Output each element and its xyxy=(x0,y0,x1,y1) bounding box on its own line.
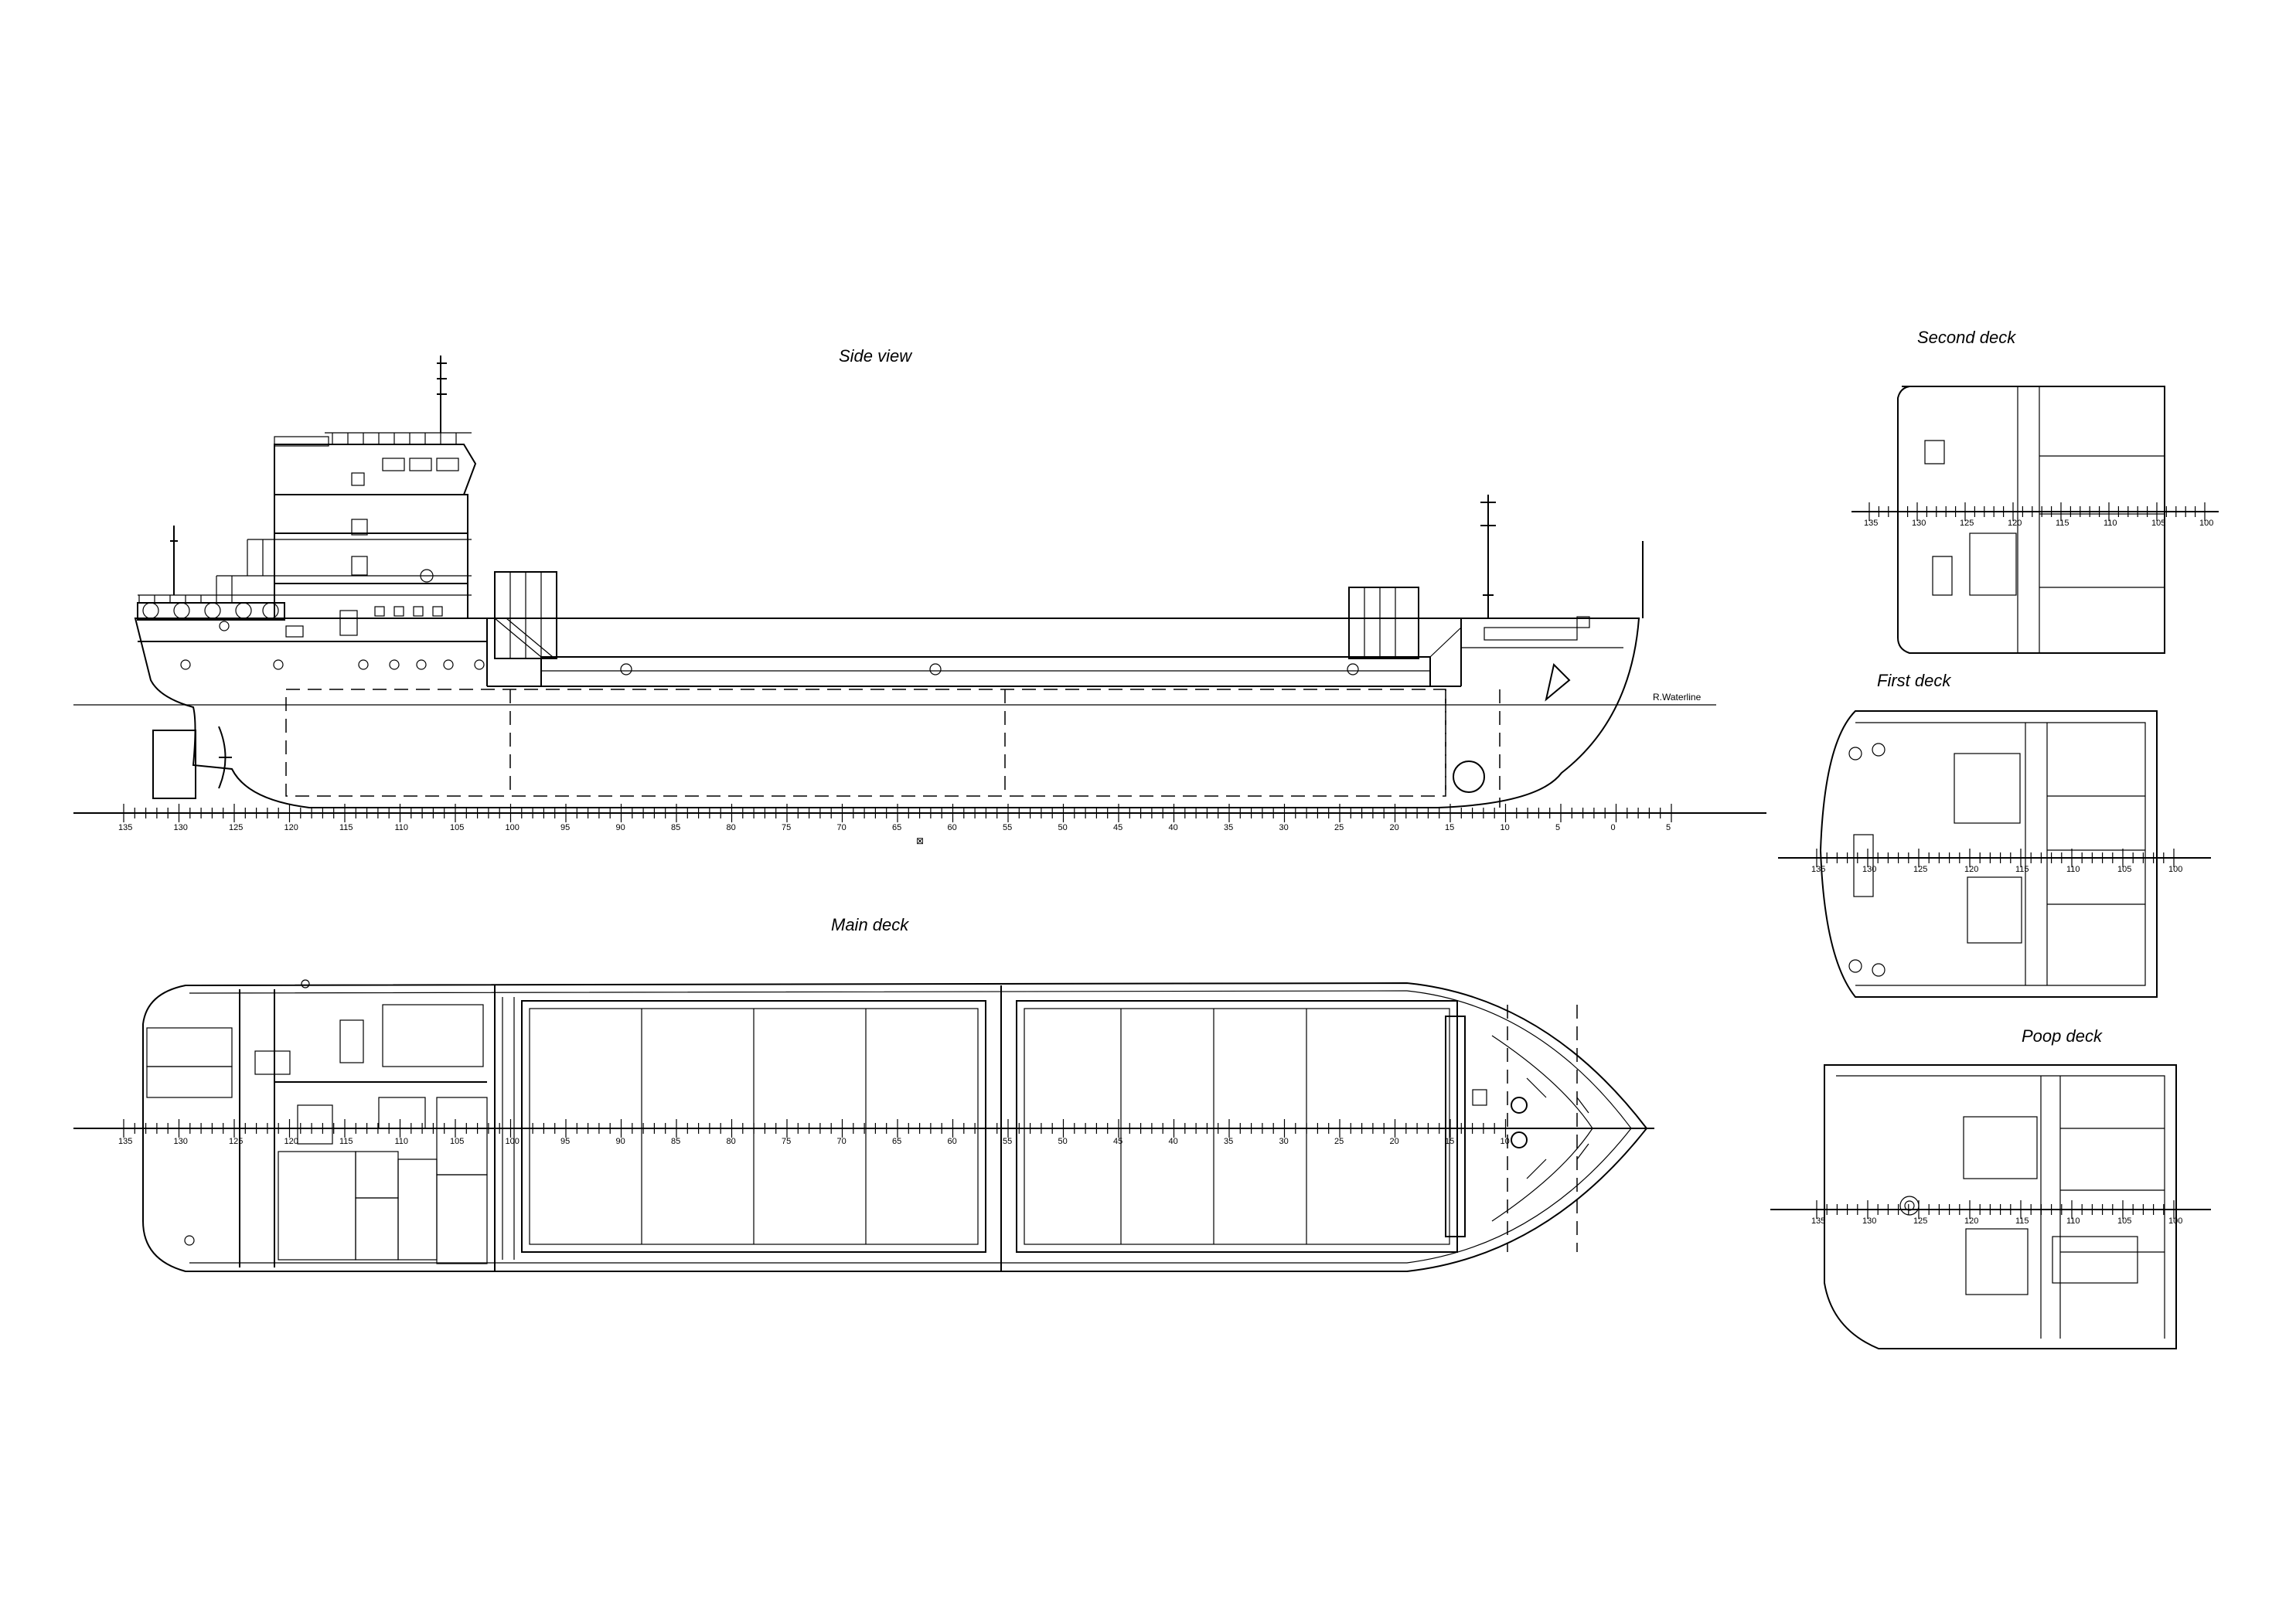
frame-tick-label: 110 xyxy=(2104,519,2117,528)
main-deck-plan: 135 130 125 120 115 110 105 100 95 90 85 80 75 70 65 60… xyxy=(73,979,1654,1272)
forecastle xyxy=(1480,495,1644,702)
side-view: R.Waterline xyxy=(73,356,1766,846)
frame-tick-label: 5 xyxy=(1555,823,1560,832)
frame-tick-label: 130 xyxy=(174,823,188,832)
frame-tick-label: 55 xyxy=(1003,823,1012,832)
frame-tick-label: 55 xyxy=(1003,1137,1012,1146)
frame-tick-label: 110 xyxy=(2066,865,2080,874)
frame-tick-label: 100 xyxy=(506,1137,519,1146)
frame-tick-label: 125 xyxy=(1960,519,1974,528)
frame-tick-label: 25 xyxy=(1334,823,1344,832)
frame-tick-label: 15 xyxy=(1445,823,1454,832)
frame-tick-label: 85 xyxy=(671,1137,680,1146)
frame-tick-label: 20 xyxy=(1390,823,1399,832)
frame-tick-label: 110 xyxy=(2066,1216,2080,1226)
frame-tick-label: 20 xyxy=(1390,1137,1399,1146)
frame-tick-label: 95 xyxy=(560,1137,570,1146)
frame-tick-label: 90 xyxy=(616,823,625,832)
frame-tick-label: 110 xyxy=(395,1137,409,1146)
frame-tick-label: 40 xyxy=(1169,1137,1178,1146)
frame-tick-label: 35 xyxy=(1224,1137,1233,1146)
frame-tick-label: 120 xyxy=(1964,1216,1978,1226)
frame-tick-label: 105 xyxy=(2117,1216,2131,1226)
frame-tick-label: 35 xyxy=(1224,823,1233,832)
frame-tick-label: 75 xyxy=(782,823,791,832)
frame-tick-label: 40 xyxy=(1169,823,1178,832)
frame-tick-label: 65 xyxy=(892,823,901,832)
frame-tick-label: 115 xyxy=(339,1137,353,1146)
frame-tick-label: 45 xyxy=(1113,1137,1122,1146)
frame-tick-label: 25 xyxy=(1334,1137,1344,1146)
frame-tick-label: 10 xyxy=(1501,823,1510,832)
frame-tick-label: 70 xyxy=(837,823,847,832)
frame-tick-label: 80 xyxy=(727,823,736,832)
first-deck-plan: 135 130 125 120 115 110 105 100 xyxy=(1778,710,2211,998)
frame-tick-label: 100 xyxy=(2168,1216,2182,1226)
frame-tick-label: 85 xyxy=(671,823,680,832)
frame-tick-label: 115 xyxy=(2056,519,2069,528)
frame-tick-label: 60 xyxy=(948,1137,957,1146)
frame-tick-label: 65 xyxy=(892,1137,901,1146)
frame-tick-label: 100 xyxy=(2168,865,2182,874)
second-deck-plan: 135 130 125 120 115 110 105 100 xyxy=(1851,386,2219,654)
frame-tick-label: 30 xyxy=(1279,823,1289,832)
frame-tick-label: 135 xyxy=(1811,1216,1825,1226)
frame-tick-label: 50 xyxy=(1058,1137,1068,1146)
frame-tick-label: 5 xyxy=(1666,823,1671,832)
frame-tick-label: 115 xyxy=(339,823,353,832)
frame-tick-label: 95 xyxy=(560,823,570,832)
frame-tick-label: 50 xyxy=(1058,823,1068,832)
frame-tick-label: 125 xyxy=(229,1137,243,1146)
frame-tick-label: 120 xyxy=(284,1137,298,1146)
svg-text:⊠: ⊠ xyxy=(916,835,924,846)
frame-tick-label: 75 xyxy=(782,1137,791,1146)
frame-tick-label: 115 xyxy=(2015,1216,2029,1226)
main-deck-title: Main deck xyxy=(831,915,909,934)
frame-tick-label: 130 xyxy=(1862,1216,1876,1226)
frame-tick-label: 135 xyxy=(118,823,132,832)
frame-tick-label: 30 xyxy=(1279,1137,1289,1146)
frame-tick-label: 120 xyxy=(284,823,298,832)
side-view-title: Side view xyxy=(839,346,913,366)
second-deck-title: Second deck xyxy=(1917,328,2016,347)
frame-tick-label: 135 xyxy=(1811,865,1825,874)
frame-tick-label: 120 xyxy=(1964,865,1978,874)
frame-tick-label: 90 xyxy=(616,1137,625,1146)
poop-deck-plan: 135 130 125 120 115 110 105 100 xyxy=(1770,1064,2211,1349)
frame-tick-label: 60 xyxy=(948,823,957,832)
frame-tick-label: 135 xyxy=(118,1137,132,1146)
frame-tick-label: 100 xyxy=(506,823,519,832)
frame-tick-label: 135 xyxy=(1864,519,1878,528)
frame-tick-label: 105 xyxy=(450,1137,464,1146)
poop-deck-title: Poop deck xyxy=(2022,1026,2103,1046)
frame-tick-label: 130 xyxy=(1862,865,1876,874)
superstructure xyxy=(137,356,477,638)
frame-tick-label: 100 xyxy=(2199,519,2213,528)
frame-tick-label: 120 xyxy=(2008,519,2022,528)
frame-tick-label: 105 xyxy=(2151,519,2165,528)
waterline-label: R.Waterline xyxy=(1653,692,1702,703)
frame-tick-label: 70 xyxy=(837,1137,847,1146)
frame-tick-label: 45 xyxy=(1113,823,1122,832)
frame-tick-label: 125 xyxy=(1913,865,1927,874)
hatch-cover-stacks xyxy=(494,571,1419,659)
frame-tick-label: 130 xyxy=(174,1137,188,1146)
first-deck-title: First deck xyxy=(1877,671,1951,690)
frame-tick-label: 125 xyxy=(229,823,243,832)
frame-tick-label: 110 xyxy=(395,823,409,832)
frame-tick-label: 105 xyxy=(2117,865,2131,874)
portholes xyxy=(180,621,1359,675)
frame-tick-label: 125 xyxy=(1913,1216,1927,1226)
frame-tick-label: 0 xyxy=(1611,823,1616,832)
frame-tick-label: 80 xyxy=(727,1137,736,1146)
frame-tick-label: 105 xyxy=(450,823,464,832)
frame-tick-label: 115 xyxy=(2015,865,2029,874)
frame-tick-label: 130 xyxy=(1912,519,1926,528)
frame-tick-label: 10 xyxy=(1501,1137,1510,1146)
